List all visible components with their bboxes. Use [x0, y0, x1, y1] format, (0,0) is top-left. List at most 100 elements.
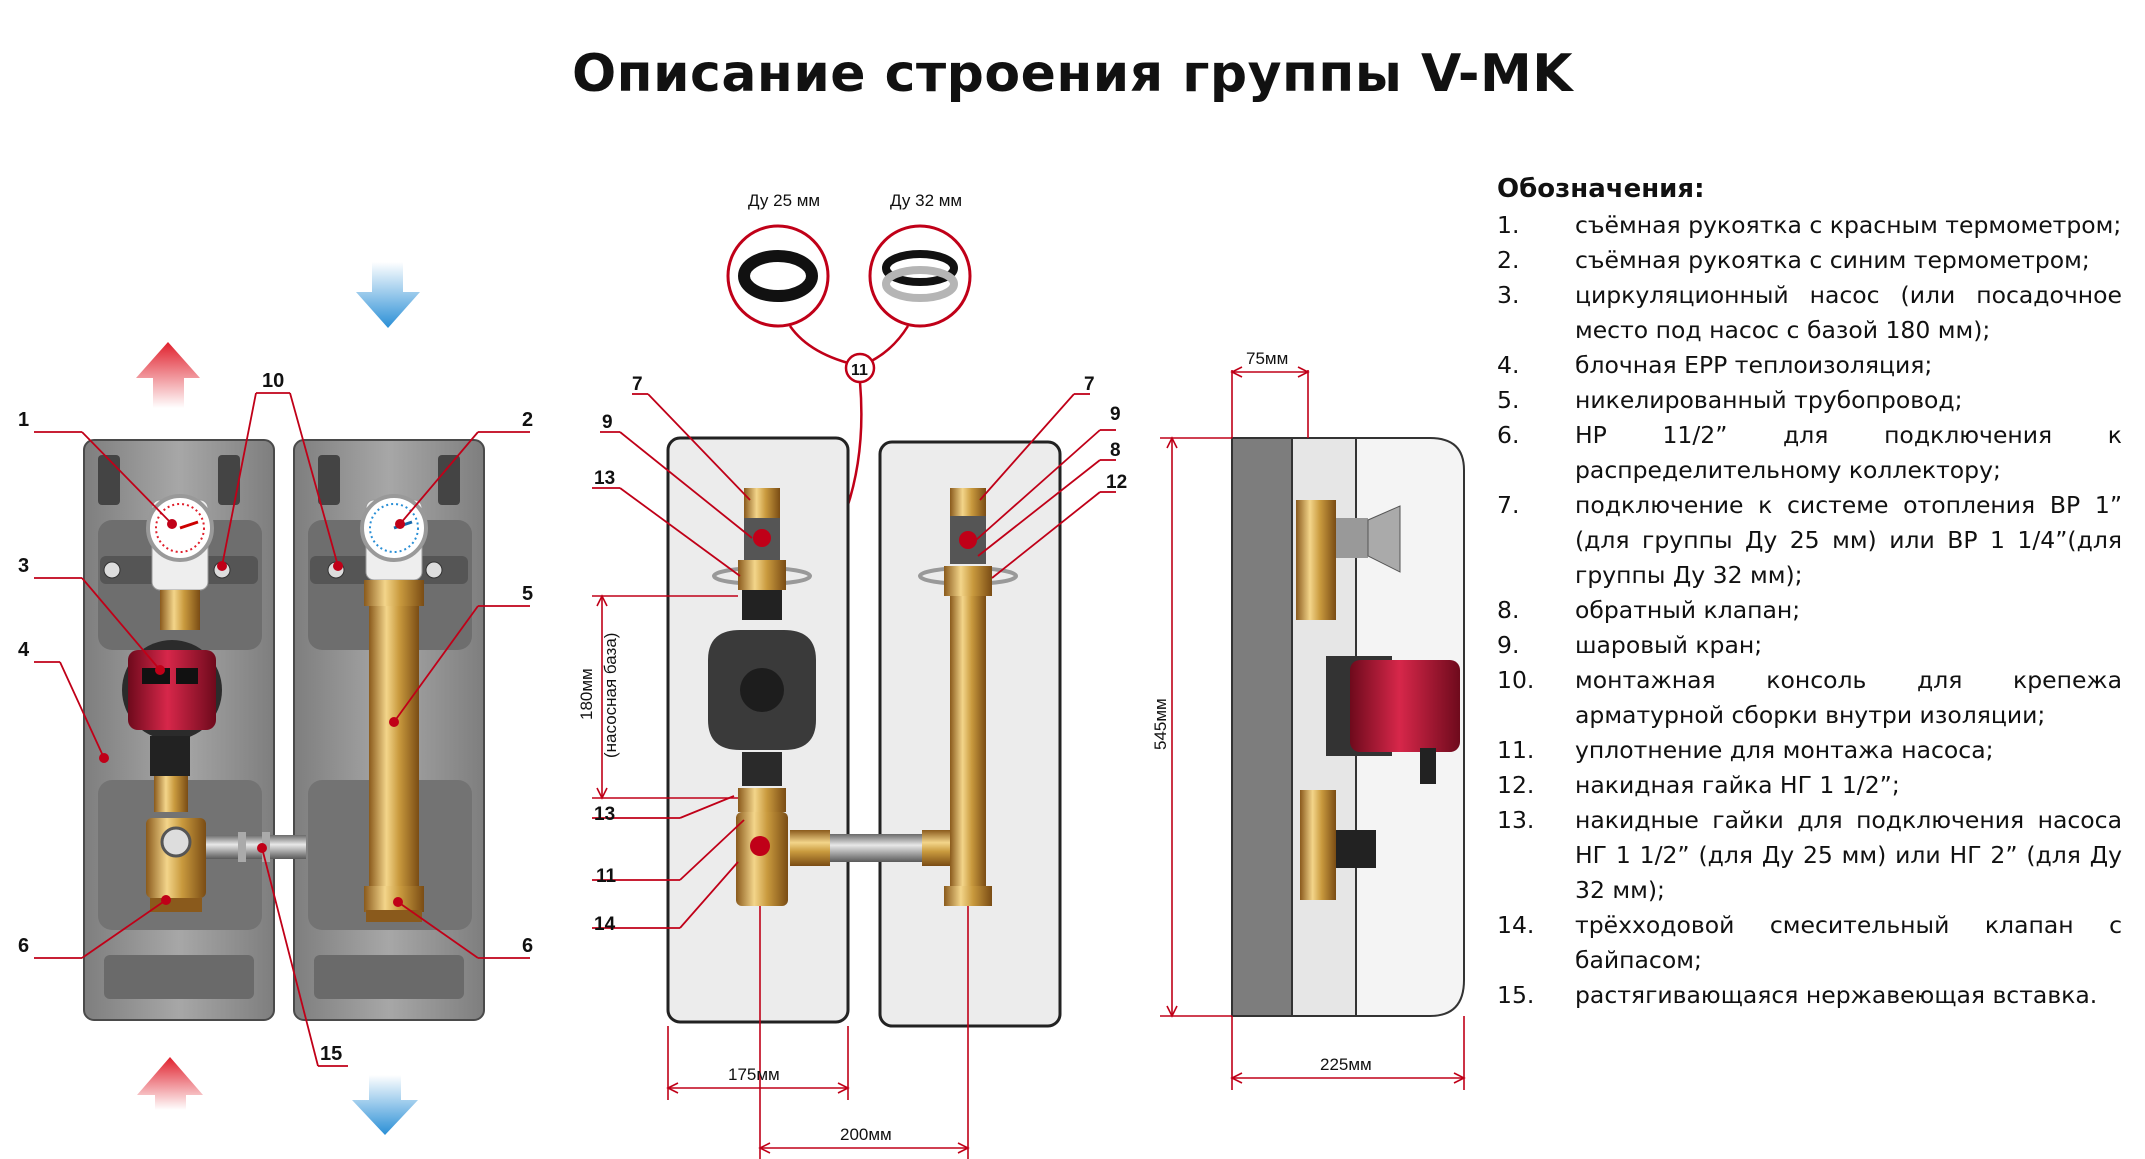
legend-item-number: 1.: [1497, 211, 1520, 239]
pump-display: [176, 668, 198, 684]
legend-item: 7.подключение к системе отопления ВР 1” …: [1497, 488, 2122, 593]
legend-list: 1.съёмная рукоятка с красным термометром…: [1497, 208, 2122, 1013]
pump-neck: [742, 590, 782, 620]
thermometer-scale: [155, 503, 205, 553]
legend-item-text: съёмная рукоятка с синим термометром;: [1575, 246, 2090, 274]
legend-item-text: растягивающаяся нержавеющая вставка.: [1575, 981, 2098, 1009]
nut-13-bottom: [738, 788, 786, 812]
callout-2: 2: [522, 409, 533, 431]
pump-connector: [150, 736, 190, 776]
thermometer-needle: [179, 520, 199, 530]
seal-label-dn25: Ду 25 мм: [748, 191, 820, 210]
dim-180: 180мм: [577, 668, 596, 720]
recess: [314, 955, 464, 999]
cold-flow-arrow-top: [356, 262, 420, 328]
callout-10: 10: [262, 370, 284, 392]
insulation-side: [1231, 437, 1293, 1017]
callout-6-left: 6: [18, 935, 29, 957]
leader-lines-left: [34, 392, 530, 1067]
legend-item-number: 8.: [1497, 596, 1520, 624]
legend: Обозначения: 1.съёмная рукоятка с красны…: [1497, 172, 2122, 1013]
callout-7-left: 7: [632, 374, 643, 395]
legend-item-text: НР 11/2” для подключения к распределител…: [1575, 421, 2122, 484]
hot-flow-arrow-top: [136, 342, 200, 408]
seal-dn32-a: [882, 250, 958, 286]
legend-item-text: накидная гайка НГ 1 1/2”;: [1575, 771, 1900, 799]
legend-item-text: циркуляционный насос (или посадочное мес…: [1575, 281, 2122, 344]
clip: [438, 455, 460, 505]
dim-75: 75мм: [1246, 349, 1288, 368]
clip: [318, 455, 340, 505]
legend-item-number: 15.: [1497, 981, 1535, 1009]
legend-item-text: уплотнение для монтажа насоса;: [1575, 736, 1994, 764]
legend-item-number: 3.: [1497, 281, 1520, 309]
dim-175: 175мм: [728, 1065, 780, 1084]
legend-item: 14. трёхходовой смесительный клапан с бай…: [1497, 908, 2122, 978]
brass-fitting: [154, 776, 188, 812]
legend-item-text: блочная EPP теплоизоляция;: [1575, 351, 1933, 379]
legend-item-text: обратный клапан;: [1575, 596, 1801, 624]
legend-item: 4. блочная EPP теплоизоляция;: [1497, 348, 2122, 383]
callout-14: 14: [594, 914, 616, 935]
nickel-pipe: [369, 606, 419, 886]
page-title: Описание строения группы V-MK: [571, 44, 1574, 104]
legend-item-text: подключение к системе отопления ВР 1” (д…: [1575, 491, 2122, 589]
recess: [104, 955, 254, 999]
side-view: [1231, 437, 1465, 1017]
legend-item-text: никелированный трубопровод;: [1575, 386, 1963, 414]
mixing-valve: [146, 818, 206, 898]
legend-item-number: 9.: [1497, 631, 1520, 659]
callout-15: 15: [320, 1043, 342, 1065]
callout-6-right: 6: [522, 935, 533, 957]
pump-side: [1350, 660, 1460, 752]
legend-item: 3. циркуляционный насос (или посадочное м…: [1497, 278, 2122, 348]
legend-item: 15. растягивающаяся нержавеющая вставка.: [1497, 978, 2122, 1013]
legend-item-number: 10.: [1497, 666, 1535, 694]
clip: [98, 455, 120, 505]
legend-item-text: трёхходовой смесительный клапан с байпас…: [1575, 911, 2122, 974]
dimension-lines-side: [1160, 366, 1466, 1090]
bypass-port: [790, 830, 830, 866]
legend-item-number: 5.: [1497, 386, 1520, 414]
seal-circle-dn25: [726, 224, 830, 328]
connection-7-right: [950, 488, 986, 516]
pump-cable: [1420, 748, 1436, 784]
ring: [238, 832, 246, 862]
connection-7-left: [744, 488, 780, 518]
check-valve-8: [959, 531, 977, 549]
dim-225: 225мм: [1320, 1055, 1372, 1074]
callout-11-top: 11: [851, 362, 868, 379]
assembly-front: [708, 488, 1018, 906]
dim-180-note: (насосная база): [601, 633, 620, 758]
legend-item: 12. накидная гайка НГ 1 1/2”;: [1497, 768, 2122, 803]
nut: [364, 580, 424, 606]
callout-7-right: 7: [1084, 374, 1095, 395]
legend-item: 11. уплотнение для монтажа насоса;: [1497, 733, 2122, 768]
legend-item-number: 14.: [1497, 911, 1535, 939]
side-fitting-top: [1296, 500, 1336, 620]
pump-seals: [726, 224, 972, 583]
brass-fitting: [160, 590, 200, 630]
nickel-pipe-right: [950, 596, 986, 886]
legend-item: 8. обратный клапан;: [1497, 593, 2122, 628]
legend-item-text: накидные гайки для подключения насоса НГ…: [1575, 806, 2122, 904]
legend-item-number: 11.: [1497, 736, 1535, 764]
legend-item-number: 4.: [1497, 351, 1520, 379]
callout-1: 1: [18, 409, 29, 431]
valve-stem: [1336, 518, 1368, 558]
dim-200: 200мм: [840, 1125, 892, 1144]
callout-9-left: 9: [602, 412, 613, 433]
valve-knob: [160, 826, 192, 858]
thermometer-scale: [369, 503, 419, 553]
screw: [425, 561, 443, 579]
expansion-insert-15: [830, 834, 922, 862]
callout-8: 8: [1110, 440, 1121, 461]
callout-dots-left: [99, 519, 405, 907]
legend-item-number: 12.: [1497, 771, 1535, 799]
callout-11-bottom: 11: [596, 866, 617, 887]
legend-item-number: 13.: [1497, 806, 1535, 834]
callout-12: 12: [1106, 472, 1127, 493]
callout-13-top: 13: [594, 468, 615, 489]
